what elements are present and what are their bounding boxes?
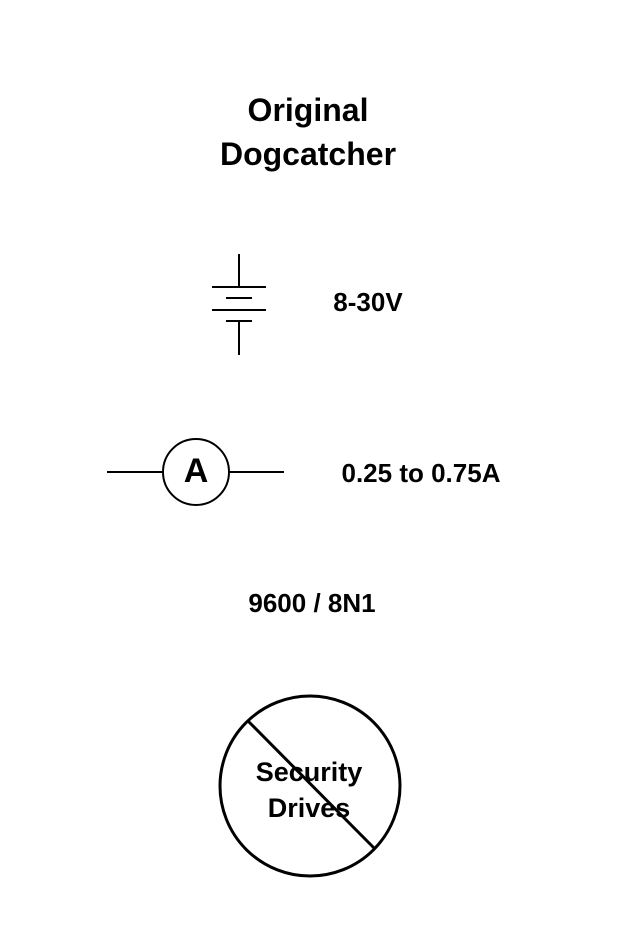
prohibited-line1: Security — [255, 757, 363, 787]
ammeter-symbol: A — [183, 452, 209, 490]
voltage-label: 8-30V — [333, 287, 403, 317]
title-line1: Original — [247, 92, 369, 128]
current-range-label: 0.25 to 0.75A — [341, 458, 501, 488]
battery-icon — [212, 254, 266, 355]
prohibited-icon — [218, 694, 402, 878]
title-line2: Dogcatcher — [219, 136, 397, 172]
serial-settings-label: 9600 / 8N1 — [248, 588, 376, 618]
prohibited-line2: Drives — [267, 793, 351, 823]
ammeter-icon — [107, 438, 284, 506]
